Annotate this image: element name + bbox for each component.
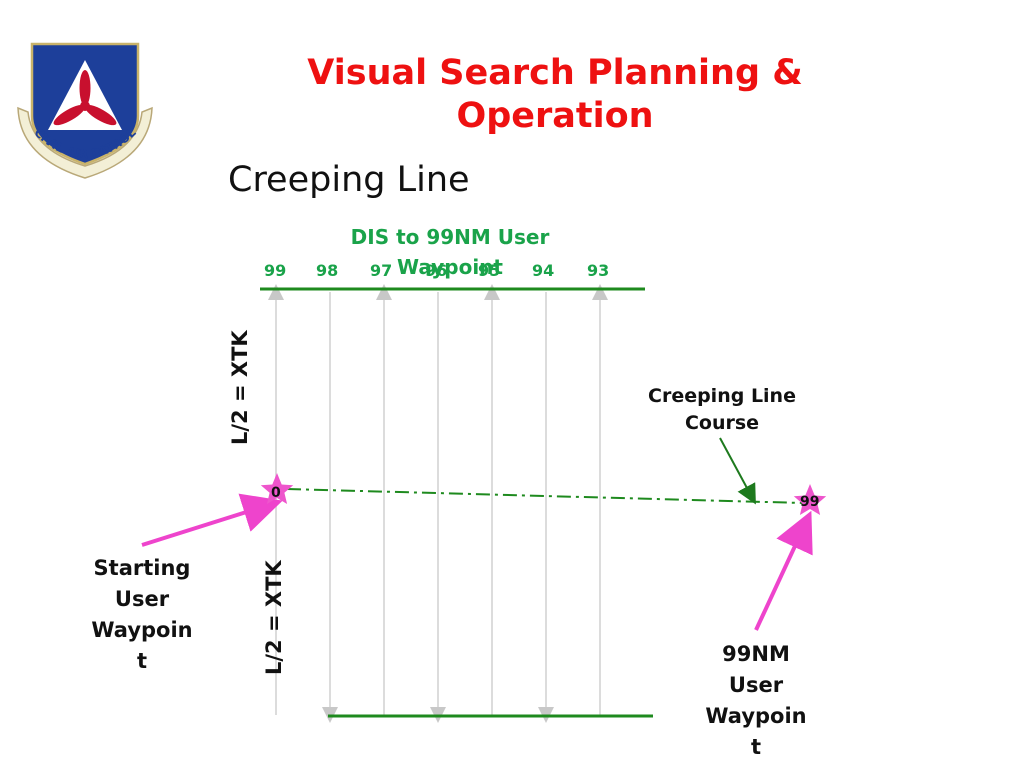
end-label-line3: Waypoin [705, 704, 807, 728]
tick-label-96: 96 [425, 261, 448, 280]
start-pointer-arrow [141, 493, 283, 547]
tick-label-93: 93 [587, 261, 610, 280]
start-waypoint-star-icon [260, 473, 294, 504]
end-label-line4: t [750, 735, 762, 759]
end-waypoint-label: 99NM User Waypoin t [694, 639, 818, 763]
tick-label-98: 98 [316, 261, 339, 280]
slide-title: Visual Search Planning & Operation [250, 52, 860, 138]
tick-label-97: 97 [370, 261, 393, 280]
creeping-line-course-label: Creeping Line Course [632, 383, 812, 437]
end-waypoint-value: 99 [800, 494, 820, 510]
start-label-line3: Waypoin [91, 618, 193, 642]
end-label-line2: User [728, 673, 784, 697]
logo-banner [17, 106, 153, 179]
distance-label-line2: Waypoint [397, 255, 503, 279]
course-pointer-arrow [719, 437, 756, 505]
slide-title-line1: Visual Search Planning & [307, 53, 803, 93]
creeping-line-course [286, 488, 804, 504]
end-label-line1: 99NM [722, 642, 790, 666]
start-label-line1: Starting [93, 556, 191, 580]
end-waypoint-star-icon [793, 484, 827, 515]
tick-label-94: 94 [532, 261, 555, 280]
starting-waypoint-label: Starting User Waypoin t [80, 553, 204, 677]
civil-air-patrol-logo: CIVIL AIR PATROL [17, 42, 153, 179]
tick-label-95: 95 [478, 261, 501, 280]
course-label-line2: Course [684, 412, 760, 434]
slide-subtitle: Creeping Line [228, 160, 470, 200]
course-label-line1: Creeping Line [648, 385, 796, 407]
start-waypoint-value: 0 [271, 485, 281, 501]
distance-label-line1: DIS to 99NM User [350, 225, 550, 249]
xtk-label-bottom: L/2 = XTK [262, 560, 286, 675]
propeller-icon [53, 70, 117, 126]
start-label-line4: t [136, 649, 148, 673]
xtk-label-top: L/2 = XTK [228, 330, 252, 445]
end-pointer-arrow [754, 510, 813, 631]
slide-title-line2: Operation [456, 96, 654, 136]
distance-label: DIS to 99NM User Waypoint [330, 222, 570, 282]
tick-label-99: 99 [264, 261, 287, 280]
start-label-line2: User [114, 587, 170, 611]
